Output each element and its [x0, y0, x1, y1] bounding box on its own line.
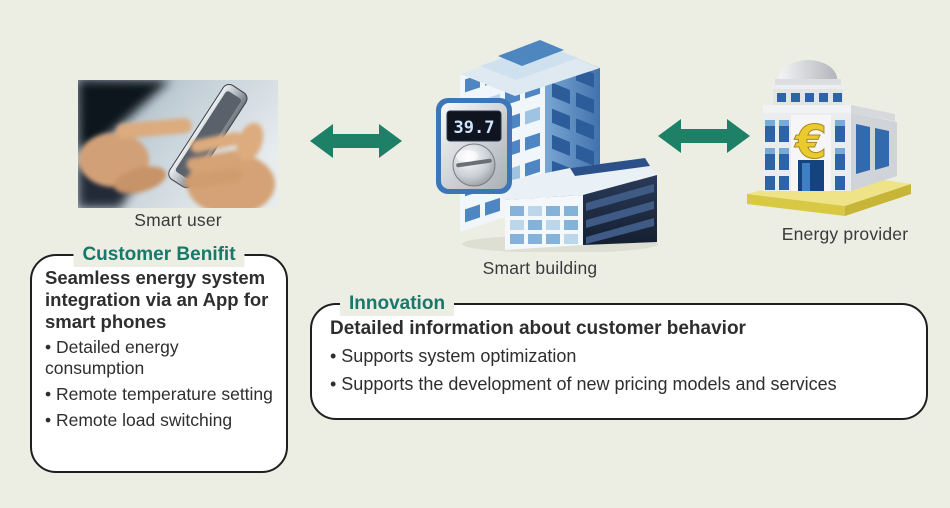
low-building	[492, 158, 657, 250]
bidirectional-arrow-icon-left	[310, 124, 402, 158]
smart-building-label: Smart building	[482, 258, 598, 278]
smart-user-photo	[78, 80, 278, 208]
customer-benefit-title: Customer Benifit	[73, 243, 245, 267]
innovation-heading: Detailed information about customer beha…	[330, 318, 746, 339]
pointing-hand-shape	[79, 118, 192, 194]
smart-user-label: Smart user	[134, 210, 222, 230]
energy-provider-label: Energy provider	[781, 224, 909, 244]
innovation-title: Innovation	[340, 292, 455, 316]
dark-suit-shape	[78, 80, 170, 152]
holding-hand-shape	[184, 122, 275, 208]
innovation-item: • Supports the development of new pricin…	[330, 374, 837, 394]
customer-benefit-heading: Seamless energy system integration via a…	[45, 267, 269, 332]
customer-benefit-item: • Remote load switching	[45, 410, 233, 431]
energy-provider-illustration: €	[747, 60, 911, 216]
innovation-box: Innovation Detailed information about cu…	[310, 292, 928, 420]
innovation-item: • Supports system optimization	[330, 346, 577, 367]
customer-benefit-item: • Detailed energy consumption	[45, 337, 179, 379]
customer-benefit-box: Customer Benifit Seamless energy system …	[30, 243, 288, 473]
thermostat-dial-icon: 39.7	[436, 98, 512, 194]
thermostat-reading: 39.7	[454, 118, 495, 138]
smart-building-illustration: 39.7	[436, 40, 658, 252]
customer-benefit-item: • Remote temperature setting	[45, 384, 273, 405]
bidirectional-arrow-icon-right	[658, 119, 750, 153]
front-windows	[765, 120, 845, 190]
dome-shape	[779, 60, 837, 79]
